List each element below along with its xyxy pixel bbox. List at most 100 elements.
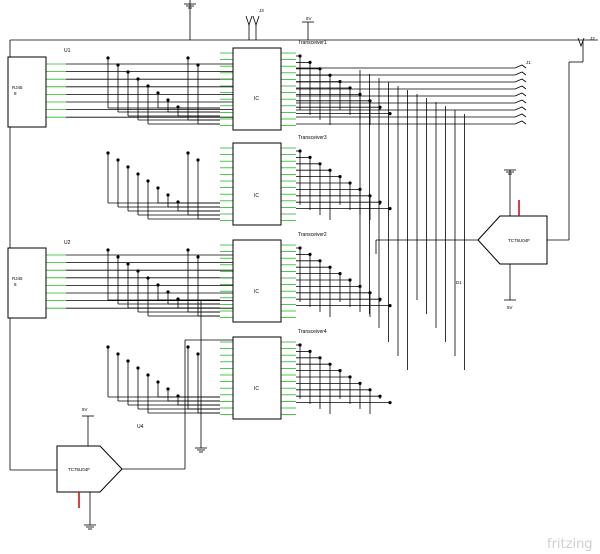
pin-stub-layer	[46, 52, 296, 416]
junction-dot	[136, 366, 140, 370]
junction-dot	[196, 352, 200, 356]
junction-dot	[106, 151, 110, 155]
junction-dot	[136, 269, 140, 273]
vcc-right-label: 5V	[507, 305, 513, 310]
transceiver-1[interactable]: Transceiver1 IC	[232, 40, 327, 131]
connector-u2-ref: U2	[64, 240, 71, 246]
junction-dot	[126, 262, 130, 266]
junction-dot	[116, 63, 120, 67]
transceiver-3-body-text: IC	[254, 193, 259, 199]
transceiver-2[interactable]: Transceiver2 IC	[232, 232, 327, 323]
fritzing-watermark: fritzing	[547, 537, 593, 552]
junction-dot	[196, 255, 200, 259]
connector-u1-pins: 8	[14, 91, 17, 96]
junction-dot	[116, 352, 120, 356]
junction-dot	[106, 345, 110, 349]
junction-dot	[176, 105, 180, 109]
connector-u1-body	[7, 56, 47, 128]
vcc-top-label: 5V	[306, 16, 312, 21]
junction-dot	[338, 272, 342, 276]
junction-dot	[106, 248, 110, 252]
transceiver-1-label: Transceiver1	[298, 40, 327, 46]
junction-dot	[308, 60, 312, 64]
junction-dot	[156, 283, 160, 287]
antenna-icon	[245, 15, 253, 27]
comparator-u4-body	[56, 445, 123, 493]
junction-dot	[338, 175, 342, 179]
junction-dot	[298, 149, 302, 153]
junction-dot	[156, 186, 160, 190]
junction-dot	[308, 349, 312, 353]
j1-pin-mark	[514, 64, 527, 69]
junction-dot	[196, 158, 200, 162]
connector-u1[interactable]: U1 RJ45 8	[7, 48, 71, 128]
junction-dot	[368, 99, 372, 103]
transceiver-4-body-text: IC	[254, 386, 259, 392]
connector-u1-type: RJ45	[12, 85, 23, 90]
junction-dot	[328, 168, 332, 172]
wire-layer	[9, 0, 598, 530]
junction-dot	[328, 362, 332, 366]
comparator-right[interactable]: TC75U04F	[477, 200, 548, 265]
junction-dot	[196, 63, 200, 67]
junction-dot	[176, 297, 180, 301]
j1-label: J1	[526, 60, 531, 65]
transceiver-2-label: Transceiver2	[298, 232, 327, 238]
transceiver-2-body-text: IC	[254, 289, 259, 295]
connector-u2[interactable]: U2 RJ45 8	[7, 240, 71, 319]
junction-dot	[338, 369, 342, 373]
junction-dot	[368, 194, 372, 198]
junction-dot	[166, 98, 170, 102]
junction-dot	[106, 56, 110, 60]
junction-dot	[308, 252, 312, 256]
junction-dot	[368, 291, 372, 295]
junction-dot	[176, 394, 180, 398]
junction-dot	[348, 278, 352, 282]
junction-dot	[378, 394, 382, 398]
junction-dot	[388, 207, 392, 211]
comparator-right-body	[477, 215, 548, 265]
junction-dot	[116, 255, 120, 259]
connector-u2-pins: 8	[14, 282, 17, 287]
transceiver-4-label: Transceiver4	[298, 329, 327, 335]
junction-dot	[358, 381, 362, 385]
j1-pin-mark	[514, 71, 527, 76]
transceiver-3[interactable]: Transceiver3 IC	[232, 135, 327, 226]
junction-dot	[186, 248, 190, 252]
antenna-icon	[577, 37, 585, 48]
junction-dot	[388, 112, 392, 116]
transceiver-1-body-text: IC	[254, 96, 259, 102]
connector-u2-type: RJ45	[12, 276, 23, 281]
antenna-icon	[252, 15, 260, 27]
connector-u2-body	[7, 247, 47, 319]
j2-label: J2	[590, 36, 595, 41]
comparator-u4[interactable]: TC75U04F U4	[56, 424, 144, 508]
junction-dot	[348, 181, 352, 185]
junction-dot	[298, 54, 302, 58]
comparator-u4-ref: U4	[137, 424, 144, 430]
junction-dot	[318, 259, 322, 263]
transceiver-4-body	[232, 336, 282, 420]
junction-dot	[186, 56, 190, 60]
j1-pin-mark	[514, 78, 527, 83]
junction-dot	[348, 375, 352, 379]
transceiver-3-label: Transceiver3	[298, 135, 327, 141]
transceiver-3-body	[232, 142, 282, 226]
comparator-u4-part: TC75U04F	[68, 467, 90, 472]
junction-dot	[308, 155, 312, 159]
comparator-right-part: TC75U04F	[508, 238, 530, 243]
junction-dot	[298, 343, 302, 347]
junction-dot	[146, 373, 150, 377]
transceiver-4[interactable]: Transceiver4 IC	[232, 329, 327, 420]
junction-dot	[156, 91, 160, 95]
junction-dot	[136, 172, 140, 176]
j3-label: J3	[259, 8, 264, 13]
junction-dot	[166, 290, 170, 294]
junction-dot	[186, 345, 190, 349]
transceiver-2-body	[232, 239, 282, 323]
j1-pin-mark	[514, 92, 527, 97]
junction-dot	[388, 304, 392, 308]
d1-label: D1	[456, 280, 462, 285]
junction-dot	[116, 158, 120, 162]
